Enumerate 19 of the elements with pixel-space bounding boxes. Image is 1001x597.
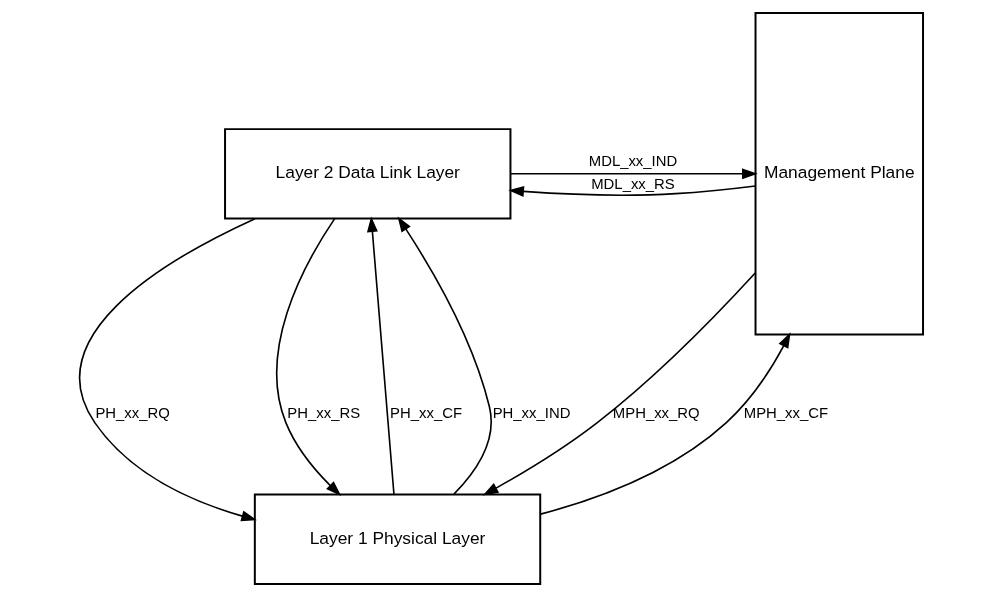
arrow xyxy=(397,216,492,495)
arrow xyxy=(78,217,257,522)
edge-label: MDL_xx_RS xyxy=(590,176,675,193)
node-box: Management Plane xyxy=(754,12,924,336)
arrow xyxy=(507,185,756,197)
edge-label: PH_xx_IND xyxy=(492,405,570,422)
node-box: Layer 2 Data Link Layer xyxy=(223,128,511,220)
arrow xyxy=(539,332,791,515)
edge-label: MPH_xx_RQ xyxy=(612,405,700,422)
edge-label: PH_xx_RS xyxy=(286,405,360,422)
arrow xyxy=(366,216,395,495)
arrow xyxy=(509,168,758,180)
edge-label: MDL_xx_IND xyxy=(588,152,677,169)
edge-label: PH_xx_CF xyxy=(389,405,462,422)
arrow xyxy=(275,217,341,496)
node-box: Layer 1 Physical Layer xyxy=(253,493,541,585)
edge-label: MPH_xx_CF xyxy=(743,405,828,422)
edge-label: PH_xx_RQ xyxy=(94,405,170,422)
arrow xyxy=(482,272,756,496)
